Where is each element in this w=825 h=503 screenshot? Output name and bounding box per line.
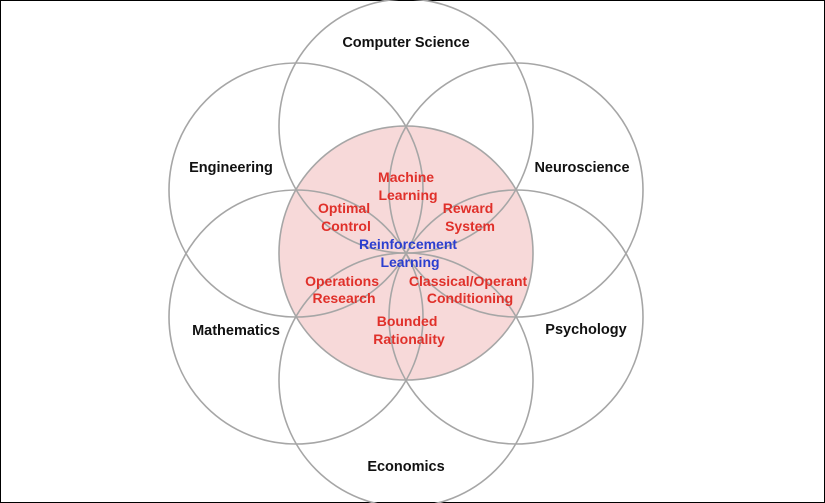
reward-system-line-1: Reward [443, 200, 494, 216]
bounded-rationality-line-1: Bounded [377, 313, 438, 329]
label-bounded-rationality: Bounded Rationality [373, 313, 445, 347]
label-classical-operant: Classical/Operant Conditioning [409, 273, 531, 306]
label-optimal-control: Optimal Control [318, 200, 374, 234]
label-reinforcement-learning: Reinforcement Learning [359, 236, 461, 270]
circle-engineering [168, 62, 424, 318]
operations-research-line-1: Operations [305, 273, 379, 289]
label-reward-system: Reward System [443, 200, 497, 234]
label-mathematics: Mathematics [192, 323, 280, 339]
machine-learning-line-1: Machine [378, 169, 434, 185]
circle-mathematics [168, 189, 424, 445]
operations-research-line-2: Research [312, 290, 375, 306]
label-neuroscience: Neuroscience [534, 160, 629, 176]
core-line-1: Reinforcement [359, 236, 457, 252]
label-operations-research: Operations Research [305, 273, 383, 306]
label-engineering: Engineering [189, 160, 273, 176]
classical-operant-line-2: Conditioning [427, 290, 513, 306]
label-computer-science: Computer Science [342, 35, 469, 51]
reward-system-line-2: System [445, 218, 495, 234]
optimal-control-line-1: Optimal [318, 200, 370, 216]
label-psychology: Psychology [545, 322, 626, 338]
core-line-2: Learning [380, 254, 439, 270]
optimal-control-line-2: Control [321, 218, 371, 234]
classical-operant-line-1: Classical/Operant [409, 273, 528, 289]
label-economics: Economics [367, 459, 444, 475]
machine-learning-line-2: Learning [378, 187, 437, 203]
bounded-rationality-line-2: Rationality [373, 331, 445, 347]
label-machine-learning: Machine Learning [378, 169, 438, 203]
